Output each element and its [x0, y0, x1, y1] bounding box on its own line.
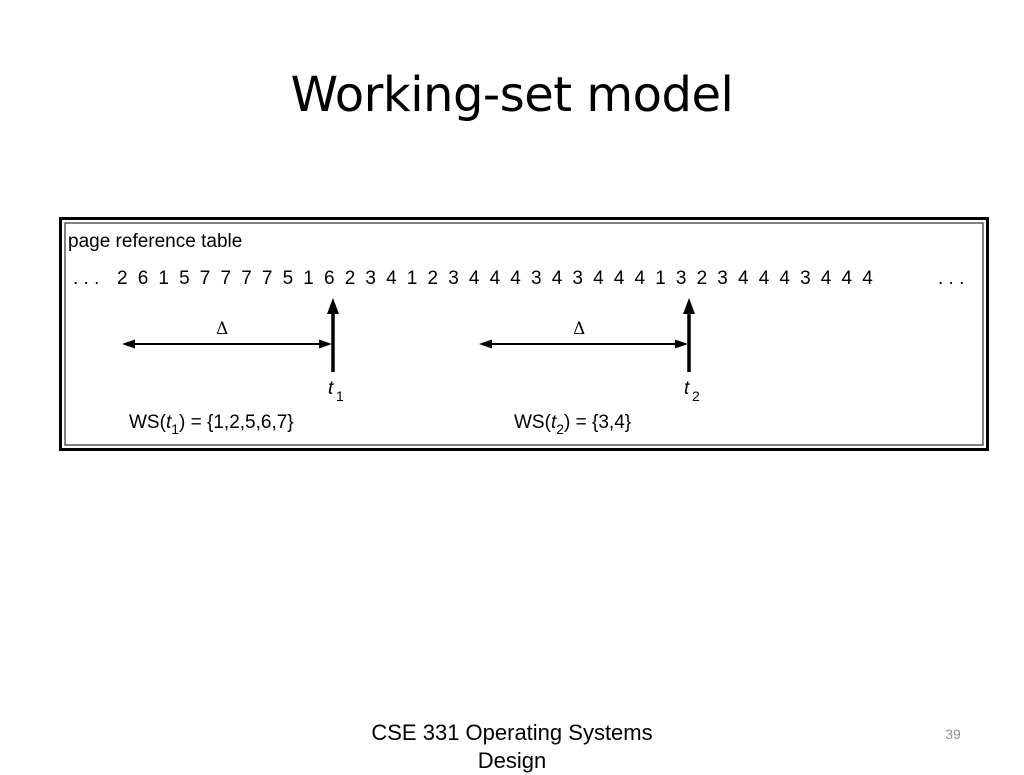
page-reference: 4 — [510, 268, 521, 289]
page-reference: 4 — [759, 268, 770, 289]
time-subscript-2: 2 — [692, 388, 700, 404]
working-set-t2: WS(t2) = {3,4} — [514, 412, 631, 437]
figure-inner-border — [64, 222, 984, 446]
page-reference: 3 — [572, 268, 583, 289]
page-reference: 2 — [697, 268, 708, 289]
page-reference: 3 — [448, 268, 459, 289]
page-reference: 4 — [552, 268, 563, 289]
page-reference: 4 — [614, 268, 625, 289]
page-reference: 4 — [842, 268, 853, 289]
window-t1: Δ t 1 WS(t1) = {1,2,5,6,7} — [122, 298, 344, 437]
time-label-t2: t — [684, 378, 690, 399]
page-reference: 1 — [407, 268, 418, 289]
delta-label-1: Δ — [216, 319, 228, 339]
page-reference: 7 — [241, 268, 252, 289]
delta-right-arrowhead-2 — [675, 339, 688, 349]
page-reference: 2 — [428, 268, 439, 289]
delta-left-arrowhead-2 — [479, 339, 492, 349]
window-t2: Δ t 2 WS(t2) = {3,4} — [479, 298, 700, 437]
trailing-ellipsis: . . . — [938, 268, 964, 289]
page-reference: 3 — [717, 268, 728, 289]
page-reference: 1 — [655, 268, 666, 289]
page-reference: 6 — [138, 268, 149, 289]
page-reference: 4 — [635, 268, 646, 289]
page-reference: 2 — [345, 268, 356, 289]
delta-left-arrowhead-1 — [122, 339, 135, 349]
page-reference: 4 — [738, 268, 749, 289]
page-reference: 4 — [593, 268, 604, 289]
page-reference: 2 — [117, 268, 128, 289]
slide-title: Working-set model — [290, 67, 734, 123]
page-reference: 4 — [386, 268, 397, 289]
time-marker-arrowhead-2 — [683, 298, 695, 314]
page-reference: 3 — [365, 268, 376, 289]
page-reference: 4 — [779, 268, 790, 289]
table-label: page reference table — [68, 231, 242, 252]
page-reference: 4 — [862, 268, 873, 289]
page-reference: 7 — [262, 268, 273, 289]
leading-ellipsis: . . . — [73, 268, 99, 289]
slide-footer: CSE 331 Operating Systems Design — [371, 720, 653, 773]
delta-label-2: Δ — [573, 319, 585, 339]
page-reference: 5 — [179, 268, 190, 289]
page-reference: 1 — [303, 268, 314, 289]
page-reference: 7 — [200, 268, 211, 289]
time-marker-arrowhead-1 — [327, 298, 339, 314]
working-set-t1: WS(t1) = {1,2,5,6,7} — [129, 412, 294, 437]
time-subscript-1: 1 — [336, 388, 344, 404]
page-reference: 3 — [800, 268, 811, 289]
slide-number: 39 — [945, 726, 961, 742]
page-reference: 4 — [469, 268, 480, 289]
time-label-t1: t — [328, 378, 334, 399]
figure-outer-border — [59, 217, 989, 451]
page-reference: 4 — [821, 268, 832, 289]
page-reference: 5 — [283, 268, 294, 289]
page-reference: 6 — [324, 268, 335, 289]
page-reference: 7 — [221, 268, 232, 289]
page-reference: 3 — [531, 268, 542, 289]
page-reference: 1 — [158, 268, 169, 289]
page-reference: 4 — [490, 268, 501, 289]
delta-right-arrowhead-1 — [319, 339, 332, 349]
page-reference: 3 — [676, 268, 687, 289]
